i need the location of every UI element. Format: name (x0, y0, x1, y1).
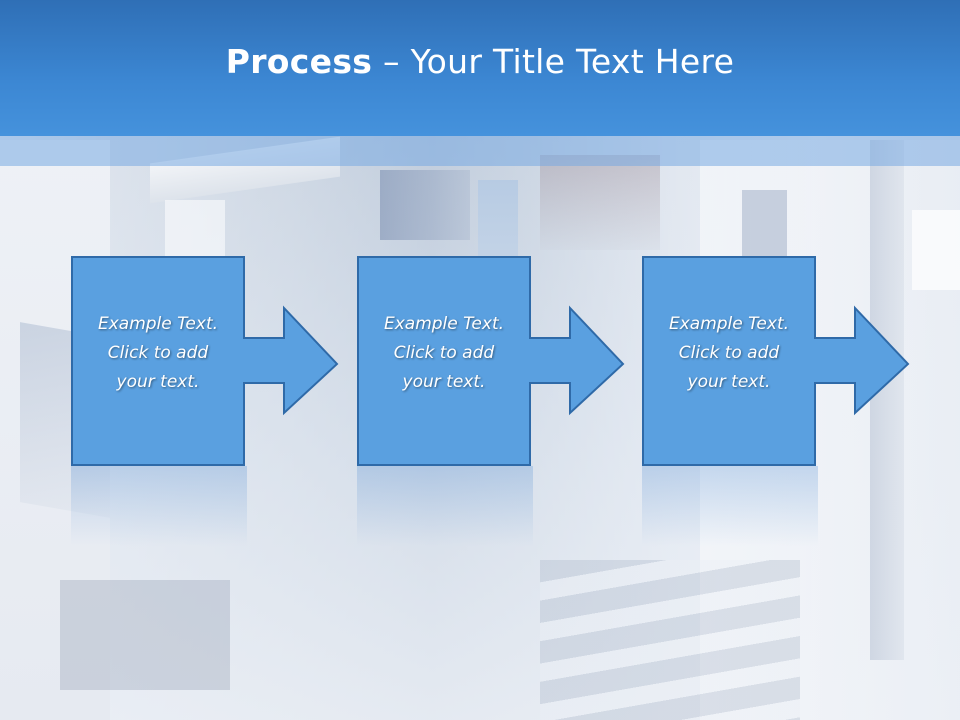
process-step-1[interactable]: Example Text. Click to add your text. (71, 256, 361, 466)
process-step-2[interactable]: Example Text. Click to add your text. (357, 256, 647, 466)
right-arrow-icon (642, 256, 910, 466)
slide-title[interactable]: Process – Your Title Text Here (226, 42, 735, 81)
title-bar: Process – Your Title Text Here (0, 0, 960, 136)
step-text[interactable]: Example Text. Click to add your text. (73, 310, 243, 397)
photo-balcony (540, 155, 660, 250)
step-text-line-1: Example Text. (383, 314, 505, 334)
step-text-line-1: Example Text. (97, 314, 219, 334)
photo-crate (60, 580, 230, 690)
step-text-line-2: Click to add (393, 343, 495, 363)
step-text[interactable]: Example Text. Click to add your text. (359, 310, 529, 397)
step-text-line-2: Click to add (107, 343, 209, 363)
title-strong-text: Process (225, 41, 373, 81)
step-text-line-3: your text. (116, 372, 200, 392)
photo-window (742, 190, 787, 260)
step-text[interactable]: Example Text. Click to add your text. (644, 310, 814, 397)
step-text-line-1: Example Text. (668, 314, 790, 334)
right-arrow-icon (71, 256, 339, 466)
photo-pillar (870, 140, 904, 660)
photo-cloth (380, 170, 470, 240)
right-arrow-icon (357, 256, 625, 466)
photo-steps (540, 560, 800, 720)
step-reflection (357, 466, 533, 546)
step-text-line-2: Click to add (678, 343, 780, 363)
title-rest-text: – Your Title Text Here (372, 41, 735, 81)
process-step-3[interactable]: Example Text. Click to add your text. (642, 256, 932, 466)
photo-sign (912, 210, 960, 290)
step-reflection (642, 466, 818, 546)
step-text-line-3: your text. (687, 372, 771, 392)
step-text-line-3: your text. (402, 372, 486, 392)
step-reflection (71, 466, 247, 546)
title-band (0, 136, 960, 166)
